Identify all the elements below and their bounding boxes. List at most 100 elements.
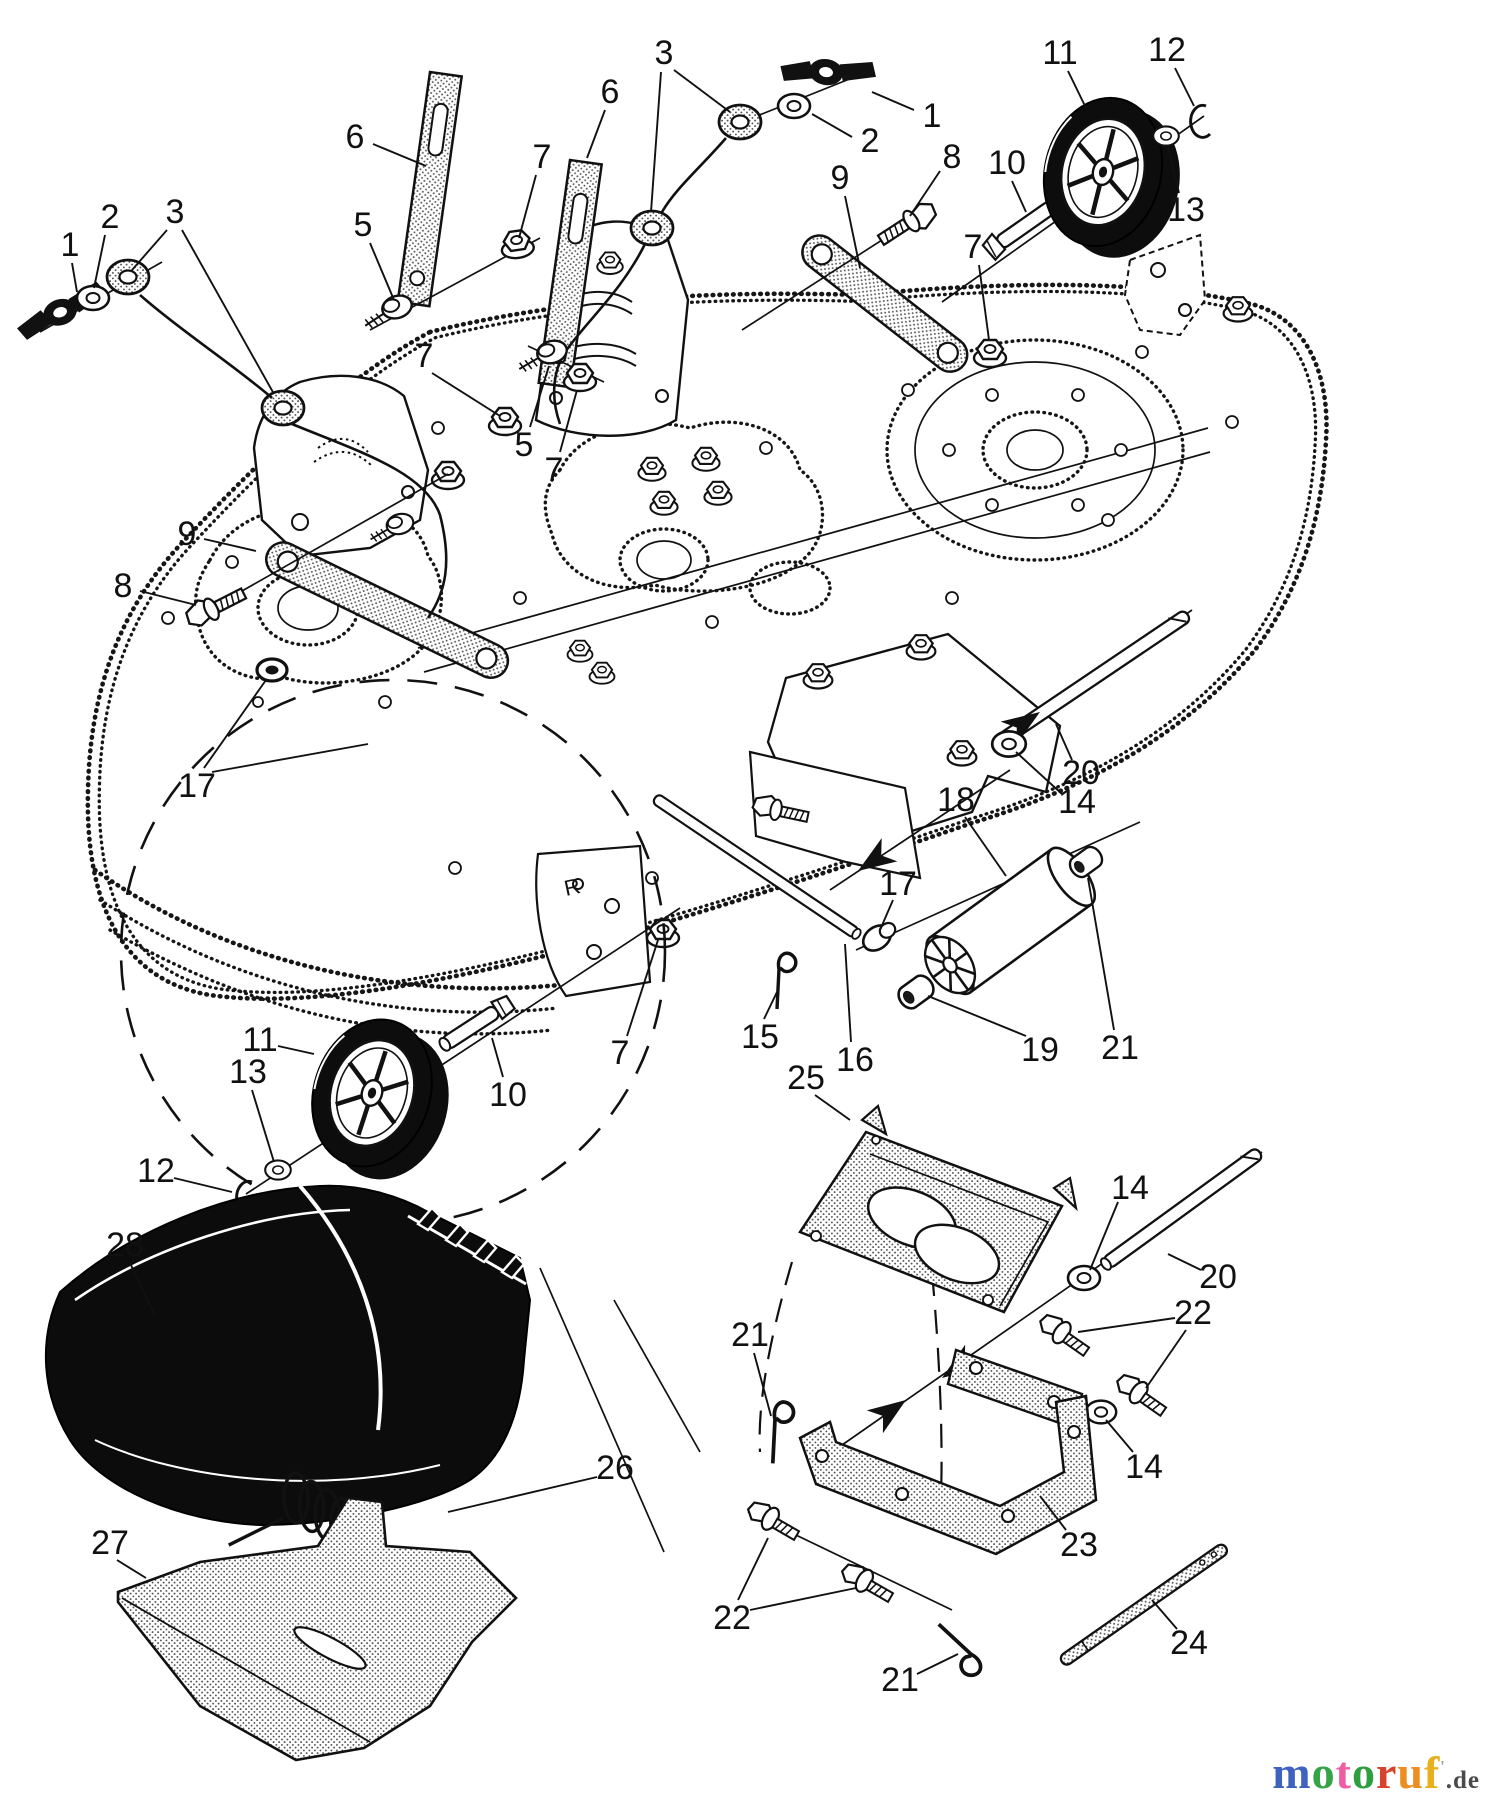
- bracket-stamp-R: R: [562, 873, 583, 901]
- callout-leader-7: [626, 939, 659, 1037]
- callout-leader-9: [203, 538, 257, 552]
- callout-leader-26: [447, 1476, 598, 1513]
- callout-leader-14: [1089, 1201, 1119, 1271]
- hook-pin: [770, 1400, 796, 1466]
- callout-label-7: 7: [545, 451, 564, 489]
- callout-leader-7: [978, 264, 990, 341]
- callout-label-25: 25: [787, 1059, 825, 1097]
- callout-leader-14: [1105, 1419, 1134, 1453]
- callout-label-20: 20: [1062, 754, 1100, 792]
- callout-leader-16: [844, 943, 852, 1043]
- watermark-suffix: .de: [1445, 1767, 1480, 1794]
- callout-label-19: 19: [1021, 1031, 1059, 1069]
- wing-knob: [17, 281, 107, 340]
- watermark-letter: m: [1272, 1747, 1312, 1798]
- callout-label-24: 24: [1170, 1624, 1208, 1662]
- watermark-letter: o: [1311, 1747, 1336, 1798]
- fiber-washer: [629, 209, 675, 247]
- callout-leader-10: [1011, 180, 1027, 213]
- callout-leader-13: [251, 1089, 275, 1163]
- hinge-fingers: [416, 1206, 526, 1280]
- callout-leader-10: [491, 1037, 504, 1078]
- roller-shaft: [652, 794, 862, 940]
- callout-leader-3: [650, 71, 662, 213]
- wheel: [1027, 85, 1197, 270]
- rear-rod-assembly: [255, 609, 1193, 891]
- callout-label-21: 21: [731, 1316, 769, 1354]
- caster-bracket: R: [535, 844, 652, 998]
- callout-leader-9: [844, 195, 861, 269]
- rear-corner-bracket: [1123, 233, 1207, 337]
- watermark-letter: r: [1375, 1747, 1398, 1798]
- callout-leader-21: [1087, 877, 1115, 1031]
- callout-label-1: 1: [61, 226, 80, 264]
- callout-label-10: 10: [489, 1076, 527, 1114]
- callout-label-9: 9: [831, 159, 850, 197]
- callout-leader-18: [964, 816, 1007, 877]
- callout-leader-1: [71, 262, 78, 293]
- mount-bolt: [742, 1495, 805, 1546]
- axle-bolt: [438, 994, 517, 1052]
- callout-label-23: 23: [1060, 1526, 1098, 1564]
- callout-label-17: 17: [178, 767, 216, 805]
- callout-label-10: 10: [988, 144, 1026, 182]
- callout-label-17: 17: [879, 865, 917, 903]
- callout-label-14: 14: [1111, 1169, 1149, 1207]
- callout-leader-22: [1145, 1329, 1187, 1389]
- deck-holes: [161, 345, 1239, 885]
- rear-bracket-assembly: [742, 1104, 1263, 1682]
- callout-leader-7: [431, 372, 501, 417]
- callout-label-11: 11: [1042, 34, 1077, 72]
- strap-left: [265, 541, 510, 679]
- callout-label-3: 3: [166, 193, 185, 231]
- callout-label-28: 28: [106, 1226, 144, 1264]
- callout-leader-8: [139, 590, 197, 606]
- callout-leader-3: [181, 229, 275, 395]
- knob-assembly-left: [17, 258, 448, 619]
- discharge-deflector: [44, 1184, 532, 1527]
- callout-leader-28: [129, 1262, 156, 1317]
- callout-leader-15: [763, 991, 778, 1020]
- roller-bushing: [893, 970, 939, 1014]
- center-spindle-plate: [543, 420, 832, 616]
- callout-label-2: 2: [861, 122, 880, 160]
- callout-leader-17: [211, 743, 369, 773]
- callout-label-21: 21: [881, 1661, 919, 1699]
- lift-rod: [1059, 1543, 1229, 1666]
- washer: [1084, 1399, 1118, 1425]
- callout-leader-5: [369, 242, 395, 301]
- callout-leader-12: [173, 1177, 233, 1193]
- wheel: [291, 1004, 469, 1195]
- callout-leader-11: [277, 1045, 315, 1055]
- callout-leader-3: [673, 69, 731, 113]
- knob-assembly-center: [552, 58, 876, 425]
- callout-leader-19: [927, 995, 1027, 1037]
- callout-label-5: 5: [515, 426, 534, 464]
- callout-label-11: 11: [242, 1021, 277, 1059]
- flat-washer: [75, 284, 111, 312]
- fiber-washer: [717, 103, 763, 141]
- callout-label-27: 27: [91, 1524, 129, 1562]
- callout-leader-22: [737, 1537, 769, 1601]
- mount-plate: [798, 1104, 1078, 1314]
- callout-leader-3: [131, 229, 168, 271]
- flat-washer: [776, 92, 812, 120]
- callout-label-3: 3: [655, 34, 674, 72]
- rod-washer: [990, 730, 1028, 758]
- callout-label-14: 14: [1058, 783, 1096, 821]
- callout-leader-20: [1167, 1253, 1202, 1271]
- callout-label-5: 5: [354, 206, 373, 244]
- callout-label-18: 18: [937, 781, 975, 819]
- fiber-washer: [105, 258, 151, 296]
- watermark-mark: ': [1440, 1758, 1446, 1776]
- watermark-letter: t: [1335, 1747, 1352, 1798]
- direction-arrow: [866, 1388, 915, 1434]
- callout-label-12: 12: [1148, 31, 1186, 69]
- callout-leader-21: [753, 1352, 772, 1417]
- callout-leader-5: [529, 365, 550, 428]
- callout-leader-24: [1151, 1599, 1178, 1630]
- callout-leader-7: [518, 174, 537, 239]
